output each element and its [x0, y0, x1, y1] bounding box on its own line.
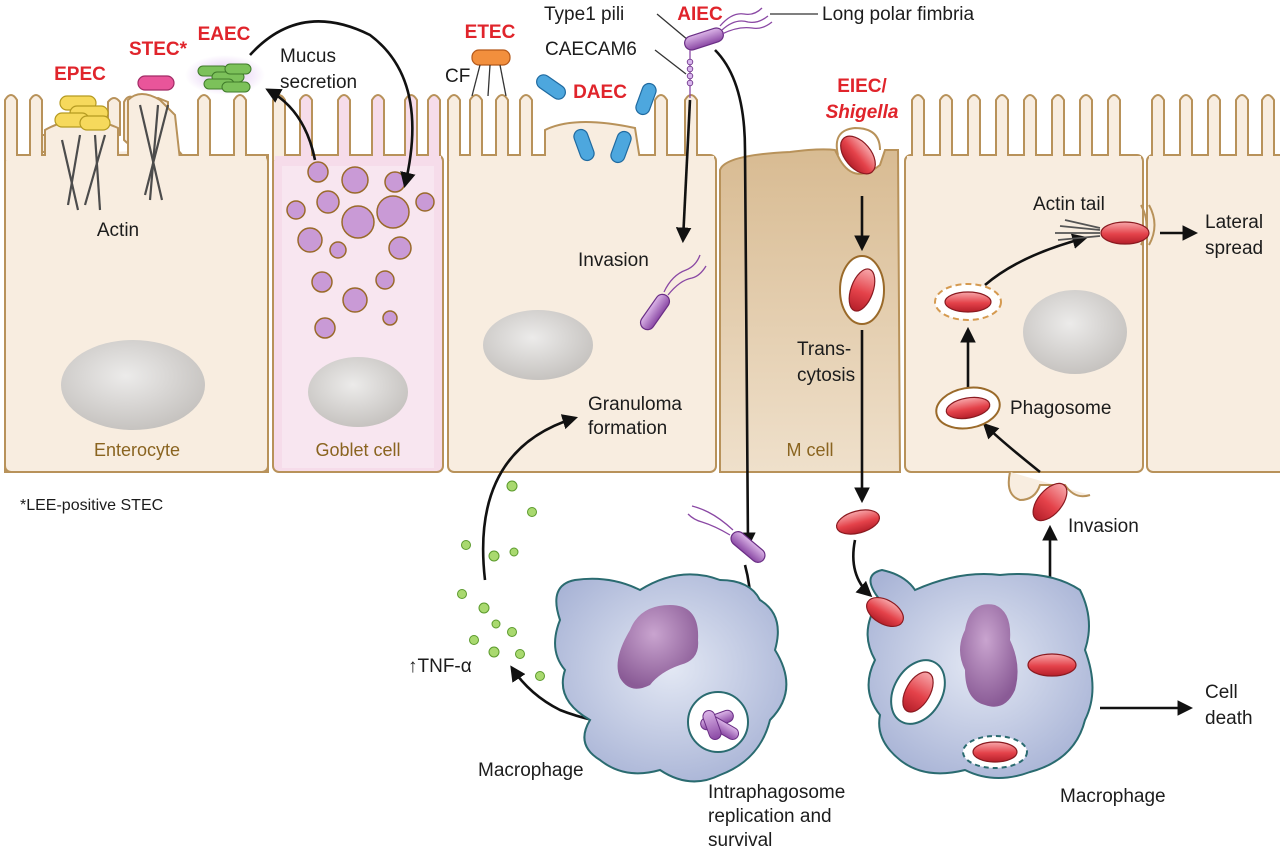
- cell-label-m-cell: M cell: [786, 440, 833, 460]
- cf-fimbriae: [471, 64, 507, 97]
- mucus-vesicles: [286, 161, 435, 339]
- eaec-bacteria: [197, 63, 252, 93]
- lysed-phagosome: [934, 283, 1002, 321]
- nucleus: [308, 357, 408, 427]
- arrow-to-phagosome: [982, 422, 1041, 474]
- arrow-mucus-secretion: [265, 88, 317, 161]
- m-cell: M cell: [719, 126, 902, 473]
- granuloma-label-line2: formation: [588, 418, 667, 439]
- actin-tail-label: Actin tail: [1033, 194, 1105, 215]
- actin-fibers: [60, 104, 170, 211]
- stec-label: STEC*: [129, 39, 188, 60]
- eaec-label: EAEC: [198, 24, 251, 45]
- aiec-label: AIEC: [677, 4, 723, 25]
- epec-label: EPEC: [54, 64, 106, 85]
- granuloma-label-line1: Granuloma: [588, 394, 682, 415]
- arrow-to-macrophage-right: [852, 539, 873, 598]
- arrow-granuloma: [481, 414, 578, 581]
- caecam6-pointer: [654, 49, 687, 75]
- aiec-bacterium-top: [684, 7, 773, 98]
- tnf-particles: [457, 480, 545, 681]
- daec-label: DAEC: [573, 82, 627, 103]
- cell-label-goblet: Goblet cell: [315, 440, 400, 460]
- aiec-near-macrophage: [687, 505, 766, 563]
- eiec-label-line1: EIEC/: [837, 76, 887, 97]
- invasion-label-left: Invasion: [578, 250, 649, 271]
- lateral-spread-label-line1: Lateral: [1205, 212, 1263, 233]
- transcytosis-label-line2: cytosis: [797, 365, 855, 386]
- shigella-subepithelial: [835, 509, 881, 535]
- transcytosis-label-line1: Trans-: [797, 339, 851, 360]
- shigella-entering: [840, 135, 876, 175]
- epithelium: Enterocyte Actin: [4, 93, 1280, 502]
- shigella-invading: [1032, 482, 1068, 522]
- tnf-label: ↑TNF-α: [408, 656, 472, 677]
- intraphagosome-label-line3: survival: [708, 830, 772, 851]
- arrow-aiec-to-macrophage: [714, 49, 756, 549]
- mucus-label-line1: Mucus: [280, 46, 336, 67]
- eiec-label-line2: Shigella: [826, 102, 899, 123]
- arrow-to-actin-tail: [984, 233, 1089, 286]
- mucus-label-line2: secretion: [280, 72, 357, 93]
- macrophage-nucleus: [617, 605, 699, 689]
- actin-label: Actin: [97, 220, 139, 241]
- macrophage-left-label: Macrophage: [478, 760, 584, 781]
- cell-label-enterocyte: Enterocyte: [94, 440, 180, 460]
- macrophage-nucleus-right: [960, 604, 1018, 707]
- arrow-aiec-invasion: [675, 99, 692, 244]
- nucleus: [483, 310, 593, 380]
- footnote: *LEE-positive STEC: [20, 497, 163, 514]
- phagosome: [935, 386, 1001, 430]
- lateral-spread-label-line2: spread: [1205, 238, 1263, 259]
- shigella-actin-tail: [1055, 219, 1150, 245]
- stec-bacterium: [137, 75, 175, 91]
- enterocyte-cell-4: [1146, 94, 1280, 473]
- long-polar-fimbria-label: Long polar fimbria: [822, 4, 975, 25]
- cf-label: CF: [445, 66, 470, 87]
- epec-bacteria: [54, 95, 111, 131]
- phagosome-label: Phagosome: [1010, 398, 1111, 419]
- cell-death-label-line2: death: [1205, 708, 1253, 729]
- arrow-goblet-to-mucus: [249, 20, 416, 189]
- macrophage-right: [866, 568, 1094, 780]
- goblet-cell: Goblet cell: [272, 94, 444, 473]
- intraphagosome-label-line2: replication and: [708, 806, 832, 827]
- lateral-protrusion-2: [1148, 204, 1156, 246]
- nucleus: [1023, 290, 1127, 374]
- nucleus: [61, 340, 205, 430]
- intraphagosome-label-line1: Intraphagosome: [708, 782, 845, 803]
- type1-pili-label: Type1 pili: [544, 4, 624, 25]
- macrophage-right-label: Macrophage: [1060, 786, 1166, 807]
- lateral-protrusion: [1140, 204, 1148, 246]
- etec-bacterium: [471, 49, 511, 66]
- macrophage-left: [554, 573, 788, 783]
- daec-bacteria: [536, 74, 657, 164]
- aiec-invading: [639, 254, 707, 331]
- cell-death-label-line1: Cell: [1205, 682, 1238, 703]
- enterocyte-cell-2: [447, 94, 717, 473]
- enterocyte-cell: Enterocyte Actin: [4, 93, 269, 473]
- shigella-vacuole-m-cell: [839, 255, 885, 325]
- etec-label: ETEC: [465, 22, 516, 43]
- invasion-label-right: Invasion: [1068, 516, 1139, 537]
- caecam6-label: CAECAM6: [545, 39, 637, 60]
- type1-pili-pointer: [656, 13, 689, 41]
